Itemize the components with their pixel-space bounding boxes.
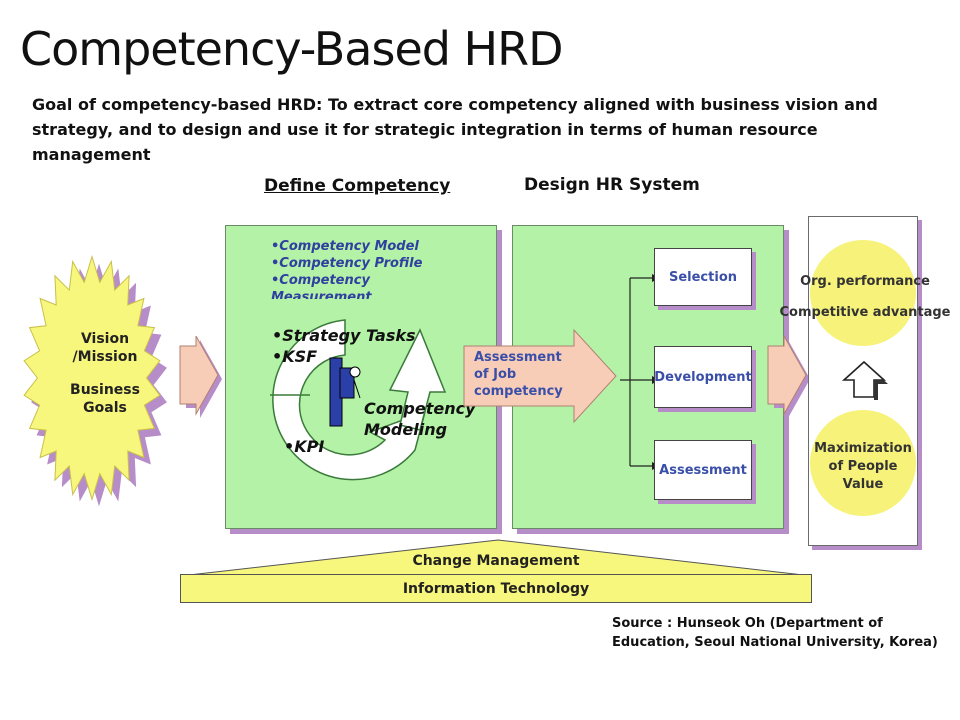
vision-starburst: [23, 254, 167, 507]
change-management-label: Change Management: [412, 553, 580, 569]
person-figure: [329, 357, 361, 427]
modeling-line1: Competency: [364, 399, 476, 418]
cycle-arrow-head: [388, 328, 447, 431]
assessment-arrow-text: Assessment of Job competency: [474, 349, 563, 400]
assessment-line1: Assessment: [474, 350, 562, 365]
hr-bracket: [620, 274, 660, 470]
assessment-box: Assessment: [654, 440, 752, 500]
kpi-label: •KPI: [284, 437, 325, 456]
people-line2: of People: [828, 459, 898, 474]
vision-line4: Goals: [83, 400, 127, 416]
people-line3: Value: [842, 477, 884, 492]
source-note: Source : Hunseok Oh (Department of Educa…: [612, 614, 938, 652]
people-value-text: Maximization of People Value: [810, 440, 916, 494]
competency-cycle: [270, 319, 447, 481]
performance-line2: Competitive advantage: [779, 305, 951, 320]
development-box: Development: [654, 346, 752, 408]
bullet-profile: •Competency Profile: [271, 256, 423, 271]
performance-line1: Org. performance: [800, 274, 930, 289]
design-hr-system-heading: Design HR System: [524, 175, 700, 195]
arrow-to-outcomes: [767, 336, 810, 418]
define-competency-heading: Define Competency: [264, 176, 451, 196]
vision-line3: Business: [70, 382, 140, 398]
assessment-line3: competency: [474, 384, 563, 399]
bullet-model: •Competency Model: [271, 239, 419, 254]
competency-modeling-label: Competency Modeling: [364, 398, 476, 440]
performance-circle: [810, 240, 916, 346]
ksf-label: •KSF: [272, 347, 318, 366]
performance-text: Org. performance Competitive advantage: [775, 270, 955, 324]
up-arrow-icon: [841, 360, 888, 400]
source-line1: Source : Hunseok Oh (Department of: [612, 616, 883, 631]
competency-bullets: •Competency Model •Competency Profile •C…: [271, 238, 461, 299]
page-title: Competency-Based HRD: [20, 22, 564, 76]
starburst-body: [23, 254, 161, 502]
modeling-line2: Modeling: [364, 420, 448, 439]
information-technology-bar: Information Technology: [180, 574, 812, 603]
cycle-ring: [272, 319, 427, 481]
bullet-measurement: Measurement: [271, 290, 372, 299]
goal-statement: Goal of competency-based HRD: To extract…: [32, 95, 878, 164]
people-line1: Maximization: [814, 441, 912, 456]
strategy-tasks-label: •Strategy Tasks: [272, 326, 416, 345]
source-line2: Education, Seoul National University, Ko…: [612, 635, 938, 650]
vision-line1: Vision: [80, 331, 130, 347]
assessment-line2: of Job: [474, 367, 517, 382]
selection-box: Selection: [654, 248, 752, 306]
vision-text: Vision /Mission Business Goals: [50, 330, 160, 417]
arrow-to-define: [179, 336, 222, 418]
vision-line2: /Mission: [72, 349, 138, 365]
bullet-competency: •Competency: [271, 273, 370, 288]
assessment-arrow: [463, 328, 617, 424]
people-value-circle: [810, 410, 916, 516]
